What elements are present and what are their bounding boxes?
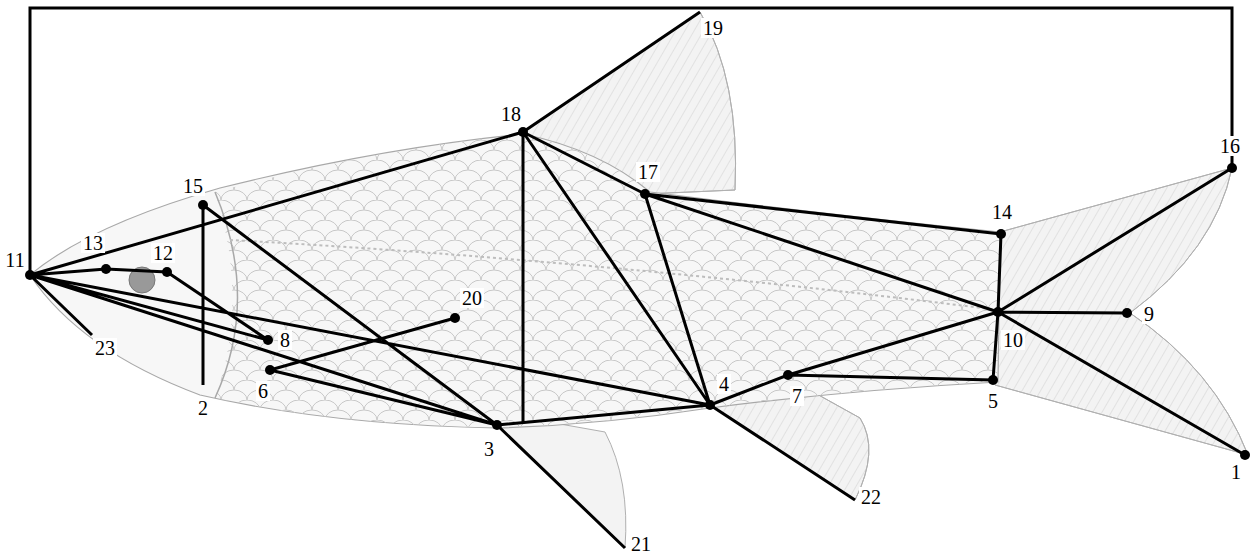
callout-number: 16: [1218, 136, 1242, 156]
callout-number: 22: [859, 487, 883, 507]
callout-number: 9: [1142, 304, 1156, 324]
landmark-dot: [993, 307, 1003, 317]
callout-number: 18: [499, 104, 523, 124]
landmark-dot: [1122, 308, 1132, 318]
callout-number: 4: [717, 374, 731, 394]
callout-number: 10: [1001, 330, 1025, 350]
callout-number: 2: [196, 398, 210, 418]
landmark-dot: [25, 270, 35, 280]
callout-number: 15: [181, 176, 205, 196]
callout-number: 17: [636, 162, 660, 182]
callout-number: 21: [629, 534, 653, 554]
callout-number: 14: [990, 202, 1014, 222]
landmark-dot: [450, 313, 460, 323]
landmark-dot: [162, 267, 172, 277]
landmark-dot: [265, 365, 275, 375]
callout-number: 1: [1229, 462, 1243, 482]
landmark-dots: [25, 127, 1250, 460]
landmark-dot: [988, 375, 998, 385]
landmark-dot: [1227, 163, 1237, 173]
callout-number: 6: [256, 381, 270, 401]
landmark-dot: [518, 127, 528, 137]
callout-number: 3: [482, 439, 496, 459]
landmark-dot: [640, 189, 650, 199]
callout-number: 5: [986, 391, 1000, 411]
landmark-dot: [783, 370, 793, 380]
truss-lines: [30, 8, 1245, 548]
landmark-dot: [996, 229, 1006, 239]
landmark-dot: [1240, 450, 1250, 460]
landmark-dot: [492, 420, 502, 430]
callout-number: 19: [701, 18, 725, 38]
callout-number: 13: [81, 233, 105, 253]
landmark-dot: [263, 335, 273, 345]
callout-number: 12: [151, 243, 175, 263]
landmark-dot: [198, 200, 208, 210]
fish-body: [30, 134, 1000, 428]
callout-number: 7: [790, 386, 804, 406]
callout-number: 8: [278, 330, 292, 350]
landmark-dot: [705, 400, 715, 410]
landmark-dot: [101, 264, 111, 274]
callout-number: 11: [3, 250, 26, 270]
callout-number: 20: [460, 288, 484, 308]
callout-number: 23: [93, 338, 117, 358]
